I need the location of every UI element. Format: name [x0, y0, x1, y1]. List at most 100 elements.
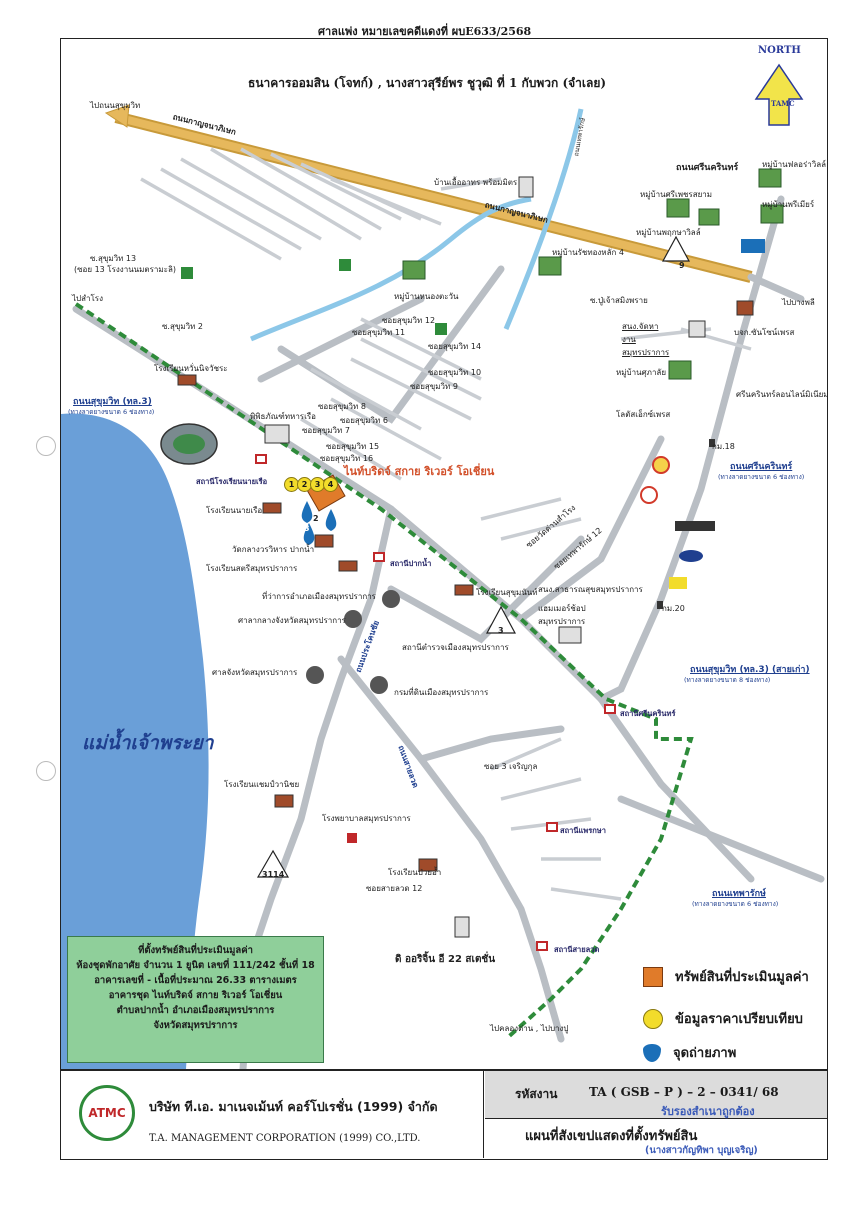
label-condo-d: ดิ ออริจิ้น อี 22 สเตชั่น	[395, 954, 496, 965]
station-pak-nam[interactable]: สถานีปากน้ำ	[390, 559, 432, 568]
village-icon-d	[758, 168, 782, 188]
canal-north	[503, 108, 584, 330]
bts-phraek-sa-marker	[546, 822, 558, 832]
building-naval-museum	[264, 424, 290, 444]
soi-label: ซอยสุขุมวิท 11	[352, 328, 406, 337]
village-icon-a	[402, 260, 426, 280]
bts-pak-nam-marker	[373, 552, 385, 562]
shell-icon	[652, 456, 670, 474]
north-label: NORTH	[758, 45, 801, 56]
direction-bang-phli[interactable]: ไปบางพลี	[782, 298, 815, 307]
binder-hole-top	[36, 436, 56, 456]
compare-point-4[interactable]: 4	[323, 477, 338, 492]
label-lotus: โลตัสเอ็กซ์เพรส	[616, 410, 671, 419]
bts-naval-academy-marker	[255, 454, 267, 464]
info-line-1: ห้องชุดพักอาศัย จำนวน 1 ยูนิต เลขที่ 111…	[76, 960, 315, 971]
photo-label-2: 2	[313, 514, 319, 523]
soi-label: ซอยสุขุมวิท 8	[318, 402, 366, 411]
photo-point-2	[303, 523, 315, 545]
label-school-puai: โรงเรียนป่วยอ้ำ	[388, 868, 442, 877]
km20-marker	[657, 601, 663, 609]
certifier-name: (นางสาวกัญทิพา บุญเจริญ)	[645, 1145, 758, 1156]
company-name-en: T.A. MANAGEMENT CORPORATION (1999) CO.,L…	[149, 1133, 421, 1144]
label-soi-sukhumvit-2: ซ.สุขุมวิท 2	[162, 322, 203, 331]
school-naval-icon	[262, 502, 282, 514]
soi-label: ซอยสุขุมวิท 12	[382, 316, 436, 325]
info-line-2: อาคารเลขที่ - เนื้อที่ประมาณ 26.33 ตาราง…	[94, 975, 297, 986]
label-soi-pu: ซ.ปู่เจ้าสมิงพราย	[590, 296, 648, 305]
property-info-box: ที่ตั้งทรัพย์สินที่ประเมินมูลค่า ห้องชุด…	[67, 936, 324, 1063]
road-srinakarin-mid-sub: (ทางลาดยางขนาด 6 ช่องทาง)	[718, 473, 805, 481]
soi-label: ซอยสุขุมวิท 15	[326, 442, 380, 451]
label-land-office: กรมที่ดินเมืองสมุทรปราการ	[394, 688, 489, 697]
label-wat-klang: วัดกลางวรวิหาร ปากน้ำ	[232, 545, 315, 554]
road-sukhumvit-left-sub: (ทางลาดยางขนาด 6 ช่องทาง)	[68, 408, 155, 416]
station-naval-academy[interactable]: สถานีโรงเรียนนายเรือ	[196, 477, 268, 486]
label-village-d: หมู่บ้านฟลอร่าวิลล์	[762, 160, 827, 169]
label-school-sukhumnan: โรงเรียนสุขุมนันท์	[476, 588, 538, 597]
direction-khlong-dan[interactable]: ไปคลองด่าน , ไปบางปู	[490, 1024, 569, 1033]
compare-circle-icon	[643, 1008, 663, 1029]
photo-label-3: 3	[304, 524, 310, 533]
photo-point-1	[301, 501, 313, 523]
wat-klang-icon	[314, 534, 334, 548]
map-canvas[interactable]	[61, 39, 827, 1069]
school-wachira-icon	[177, 374, 197, 386]
garuda-court-icon	[306, 666, 324, 684]
photo-label-1: 1	[296, 512, 302, 521]
highway-arrow-west	[104, 104, 130, 128]
job-code-cell: รหัสงาน TA ( GSB – P ) – 2 – 0341/ 68 รั…	[485, 1071, 827, 1119]
label-naval-school: โรงเรียนนายเรือ	[206, 506, 263, 515]
direction-pak-rai[interactable]: ไปสำโรง	[72, 294, 103, 303]
label-soi-sai-luat-12: ซอยสายลวด 12	[366, 884, 423, 893]
label-school-wachira: โรงเรียนหวั่นนิจวัชระ	[154, 364, 228, 373]
north-arrow	[754, 63, 804, 126]
certified-stamp: รับรองสำเนาถูกต้อง	[661, 1105, 755, 1118]
route-3-label: 3	[498, 626, 504, 635]
footer-company: ATMC บริษัท ที.เอ. มาเนจเม้นท์ คอร์โปเรช…	[61, 1071, 484, 1158]
legend-compare: ข้อมูลราคาเปรียบเทียบ	[643, 1008, 803, 1029]
seven-eleven-icon-c	[435, 323, 447, 335]
hospital-cross-icon	[347, 833, 357, 843]
km18-marker	[709, 439, 715, 447]
hino-icon	[675, 521, 715, 531]
road-south-link	[417, 725, 565, 763]
soi-label: ซอยสุขุมวิท 9	[410, 382, 458, 391]
route-9-marker-a	[661, 235, 691, 262]
photo-drop-icon	[643, 1043, 661, 1062]
label-mall: แฮมเมอร์ช้อป สมุทรปราการ	[538, 604, 586, 626]
canal	[250, 196, 532, 342]
company-name-th: บริษัท ที.เอ. มาเนจเม้นท์ คอร์โปเรชั่น (…	[149, 1099, 438, 1114]
station-sai-luat[interactable]: สถานีสายลวด	[554, 945, 600, 954]
station-srinakarin[interactable]: สถานีศรีนครินทร์	[620, 709, 676, 718]
sai-luat-road	[337, 655, 565, 1043]
village-icon-b	[538, 256, 562, 276]
label-hospital: โรงพยาบาลสมุทรปราการ	[322, 814, 411, 823]
info-line-5: จังหวัดสมุทรปราการ	[153, 1020, 238, 1031]
route-3114-label: 3114	[262, 870, 285, 879]
garuda-district-icon	[382, 590, 400, 608]
jec-icon	[669, 577, 687, 589]
school-sattri-icon	[338, 560, 358, 572]
road-east-link	[517, 435, 665, 623]
label-soi-charoen: ซอย 3 เจริญกุล	[484, 762, 538, 771]
thepharak-road	[617, 795, 825, 883]
project-name: ไนท์บริดจ์ สกาย ริเวอร์ โอเชี่ยน	[344, 465, 495, 478]
station-phraek-sa[interactable]: สถานีแพรกษา	[560, 826, 606, 835]
legend-photo-label: จุดถ่ายภาพ	[673, 1046, 737, 1061]
road-thepharak: ถนนเทพารักษ์	[712, 889, 766, 899]
job-code-value: TA ( GSB – P ) – 2 – 0341/ 68	[589, 1085, 779, 1099]
label-sunshine: บจก.ซันโซน์เพรส	[734, 328, 795, 337]
village-icon-e	[760, 204, 784, 224]
atmc-logo-icon: ATMC	[79, 1085, 135, 1141]
soi-label: ซอยสุขุมวิท 7	[302, 426, 350, 435]
route-3-marker	[485, 605, 517, 634]
label-srinakarin-tech: ศรีนครินทร์ลอนไลน์มิเนียม	[736, 390, 829, 399]
building-condo-d	[454, 916, 470, 938]
label-sukhumvit-13-sub: (ซอย 13 โรงงานนมตรามะลิ)	[74, 265, 176, 274]
sunshine-house-icon	[736, 300, 754, 316]
map-title: แผนที่สังเขปแสดงที่ตั้งทรัพย์สิน	[525, 1129, 698, 1144]
school-puai-icon	[418, 858, 438, 872]
direction-on-nut[interactable]: ไปถนนสุขุมวิท	[90, 101, 141, 110]
footer: ATMC บริษัท ที.เอ. มาเนจเม้นท์ คอร์โปเรช…	[60, 1070, 828, 1160]
